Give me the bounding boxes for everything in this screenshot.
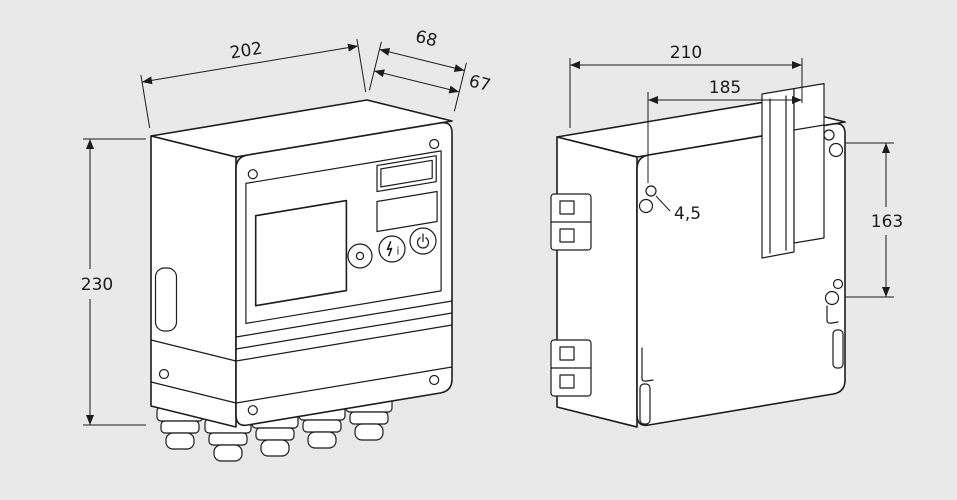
screw-icon [158,368,170,380]
mounting-hole [823,129,835,141]
lcd-screen [380,159,433,188]
dimension-line [374,69,460,94]
hinge-clip-top [550,193,592,251]
dimension-label: 202 [229,39,264,64]
hook [641,347,654,382]
slot [832,329,844,369]
screw-icon [247,405,258,416]
mounting-holes [638,129,844,306]
mounting-hole [832,278,844,290]
dimension-depth-67: 67 [374,69,493,96]
front-isometric-view: i [81,27,493,462]
cable-glands [156,397,393,462]
mounting-hole [828,142,844,158]
screw-icon [429,374,440,386]
dimension-label: 4,5 [674,204,701,224]
dimension-label: 230 [81,275,113,295]
lcd-window [376,155,437,193]
leader-line [655,195,671,212]
select-button [347,243,373,269]
dimension-hole-spacing-163: 163 [845,142,903,298]
hook [826,305,839,324]
panel-screws [247,138,440,416]
control-panel-inset [245,150,442,324]
back-view: 210 185 4,5 163 [550,43,903,428]
label-plate [376,190,438,233]
dimension-label: 185 [709,78,741,98]
hinge-clip-bottom [550,339,592,397]
side-face-details [154,267,178,380]
callout-hole-diameter: 4,5 [655,195,701,224]
left-side-face [150,135,237,428]
extension-line [368,41,382,91]
info-glyph: i [397,246,400,258]
dimension-hole-spacing-185: 185 [647,78,802,183]
screw-icon [247,169,258,180]
dimension-line [379,48,465,72]
display-window [254,199,348,307]
dimension-label: 68 [413,27,439,52]
front-ribs [150,300,453,404]
dimension-label: 67 [467,71,493,96]
dimension-label: 163 [871,212,903,232]
dimension-depth-68: 68 [368,27,467,112]
lightning-icon [386,241,393,257]
reset-info-button: i [378,235,406,263]
dimension-height-230: 230 [81,138,146,426]
mounting-hole [638,198,654,214]
slot [639,383,651,425]
extension-line [140,75,151,129]
power-button [409,227,437,255]
dimension-label: 210 [670,43,702,63]
select-dot-icon [355,251,365,261]
dimension-line [141,43,359,85]
screw-icon [429,138,440,150]
rear-hooks-slots [639,305,844,425]
dimension-width-210: 210 [569,43,803,128]
mounting-hole [645,185,657,197]
side-window [154,267,178,332]
mounting-hole [824,290,840,306]
cable-channel [761,83,825,259]
extension-line [356,39,367,93]
front-face [235,121,453,427]
